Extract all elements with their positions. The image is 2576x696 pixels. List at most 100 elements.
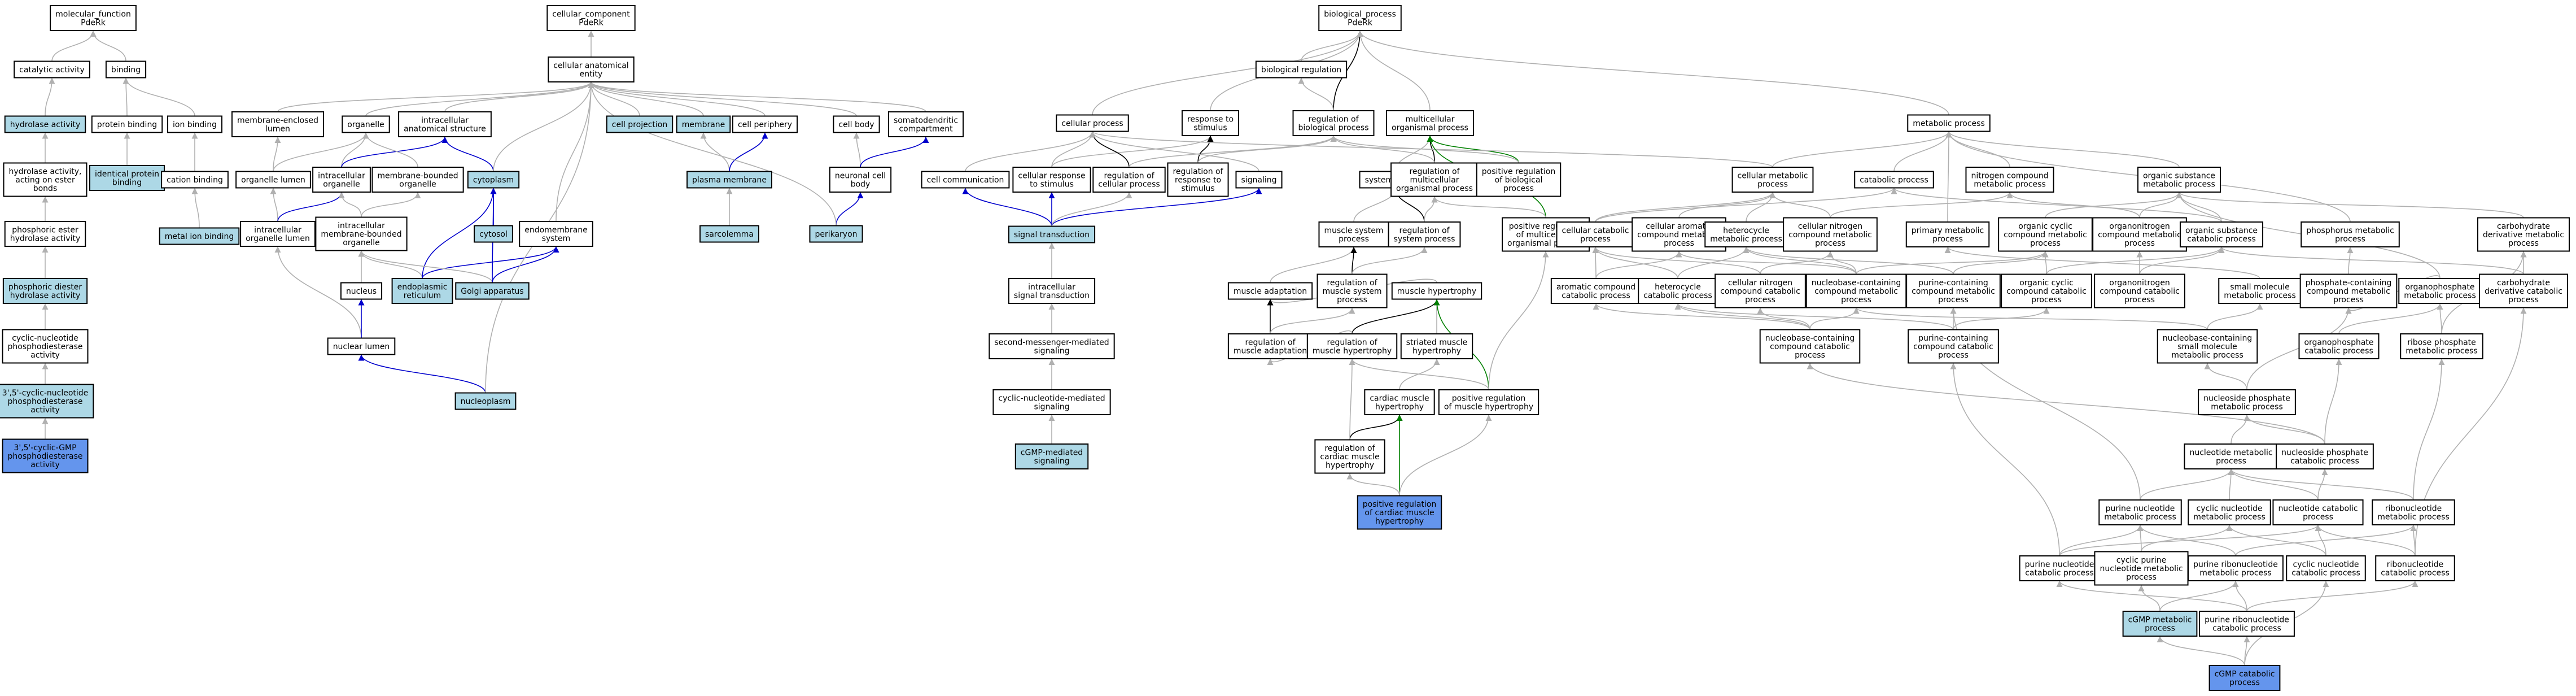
term-node-cnpde35[interactable]: 3',5'-cyclic-nucleotidephosphodiesterase…	[0, 384, 94, 419]
term-node-muscle-adaptation[interactable]: muscle adaptation	[1227, 282, 1313, 300]
term-node-nuclear-lumen[interactable]: nuclear lumen	[327, 337, 396, 355]
term-node-binding[interactable]: binding	[105, 60, 147, 79]
term-node-cytoplasm[interactable]: cytoplasm	[467, 171, 520, 189]
term-node-cell-periphery[interactable]: cell periphery	[732, 115, 798, 133]
term-node-ion-binding[interactable]: ion binding	[167, 115, 222, 133]
term-node-cation-binding[interactable]: cation binding	[161, 171, 229, 189]
term-node-golgi[interactable]: Golgi apparatus	[455, 282, 530, 300]
term-node-hydrolase[interactable]: hydrolase activity	[4, 115, 86, 133]
term-node-signaling[interactable]: signaling	[1235, 171, 1283, 189]
term-node-metabolic[interactable]: metabolic process	[1907, 114, 1991, 132]
term-node-metal-ion[interactable]: metal ion binding	[159, 227, 240, 245]
term-node-cell-body[interactable]: cell body	[833, 115, 880, 133]
term-node-bio-reg[interactable]: biological regulation	[1255, 60, 1348, 79]
term-node-perikaryon[interactable]: perikaryon	[809, 225, 863, 243]
term-node-catalytic[interactable]: catalytic activity	[14, 60, 90, 79]
term-node-cell-projection[interactable]: cell projection	[606, 115, 673, 133]
term-node-catabolic[interactable]: catabolic process	[1854, 171, 1934, 189]
term-node-sarcolemma[interactable]: sarcolemma	[699, 225, 759, 243]
term-node-cellular-process[interactable]: cellular process	[1056, 114, 1129, 132]
term-node-signal-transduction[interactable]: signal transduction	[1008, 225, 1096, 243]
term-node-muscle-hypertrophy[interactable]: muscle hypertrophy	[1391, 282, 1482, 300]
term-node-membrane[interactable]: membrane	[676, 115, 731, 133]
term-node-cnpde[interactable]: cyclic-nucleotidephosphodiesteraseactivi…	[2, 329, 89, 364]
term-node-cgmp-pde[interactable]: 3',5'-cyclic-GMPphosphodiesteraseactivit…	[2, 438, 89, 473]
term-node-protein-binding[interactable]: protein binding	[91, 115, 163, 133]
term-node-cell-comm[interactable]: cell communication	[921, 171, 1010, 189]
term-node-nucleus[interactable]: nucleus	[340, 282, 383, 300]
term-node-cytosol[interactable]: cytosol	[474, 225, 513, 243]
term-node-organelle[interactable]: organelle	[342, 115, 390, 133]
